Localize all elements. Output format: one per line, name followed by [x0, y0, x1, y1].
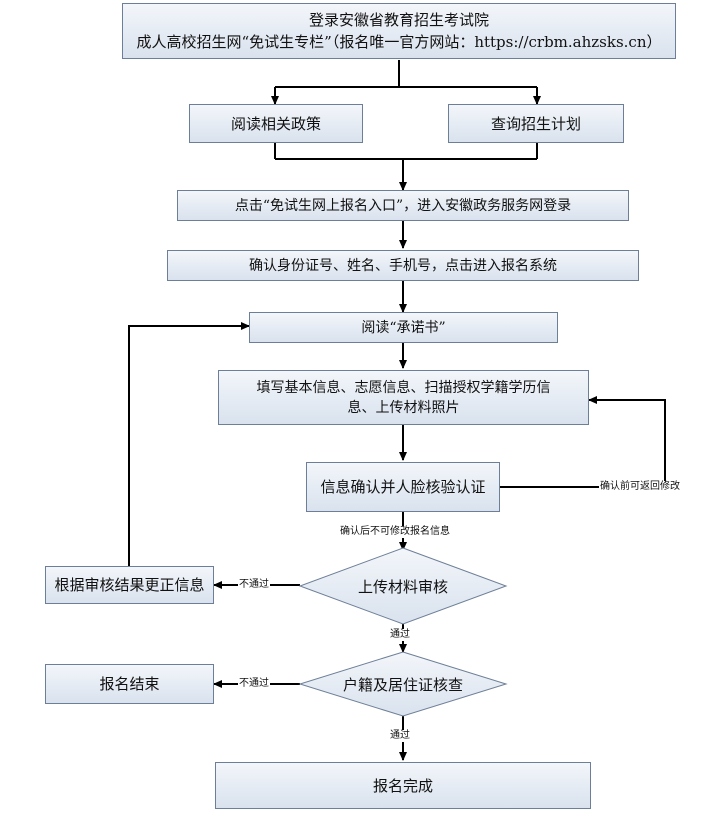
face-verify-label: 信息确认并人脸核验认证: [320, 478, 486, 496]
correct-info-label: 根据审核结果更正信息: [54, 576, 205, 594]
query-plan-node: 查询招生计划: [448, 104, 624, 143]
registration-done-label: 报名完成: [372, 776, 433, 795]
registration-end-label: 报名结束: [99, 675, 160, 693]
query-plan-label: 查询招生计划: [490, 114, 581, 133]
fill-info-line2: 息、上传材料照片: [347, 399, 460, 416]
household-check-label: 户籍及居住证核查: [342, 675, 463, 694]
read-pledge-node: 阅读“承诺书”: [249, 312, 558, 343]
fill-info-node: 填写基本信息、志愿信息、扫描授权学籍学历信 息、上传材料照片: [218, 370, 589, 425]
modify-before-confirm-label: 确认前可返回修改: [599, 481, 681, 493]
material-review-label: 上传材料审核: [357, 577, 448, 596]
click-entry-label: 点击“免试生网上报名入口”，进入安徽政务服务网登录: [234, 197, 572, 214]
household-check-diamond: [298, 651, 508, 717]
login-line2: 成人高校招生网“免试生专栏”（报名唯一官方网站：https://crbm.ahz…: [136, 33, 662, 51]
review-pass-label: 通过: [389, 629, 411, 641]
login-line1: 登录安徽省教育招生考试院: [308, 11, 489, 29]
read-policy-label: 阅读相关政策: [230, 114, 321, 133]
face-verify-node: 信息确认并人脸核验认证: [306, 462, 500, 512]
correct-info-node: 根据审核结果更正信息: [45, 566, 214, 604]
material-review-diamond: [298, 547, 508, 625]
fill-info-line1: 填写基本信息、志愿信息、扫描授权学籍学历信: [256, 379, 551, 396]
edge-correct-to-pledge: [128, 322, 250, 566]
household-pass-label: 通过: [389, 730, 411, 742]
no-modify-after-confirm-label: 确认后不可修改报名信息: [339, 526, 451, 538]
confirm-id-label: 确认身份证号、姓名、手机号，点击进入报名系统: [249, 257, 557, 274]
login-node: 登录安徽省教育招生考试院 成人高校招生网“免试生专栏”（报名唯一官方网站：htt…: [122, 3, 676, 59]
registration-end-node: 报名结束: [45, 664, 214, 704]
read-policy-node: 阅读相关政策: [189, 104, 363, 143]
read-pledge-label: 阅读“承诺书”: [361, 319, 446, 336]
review-fail-label: 不通过: [238, 579, 270, 591]
registration-done-node: 报名完成: [215, 762, 591, 809]
edge-verify-loop-back: [500, 396, 666, 488]
click-entry-node: 点击“免试生网上报名入口”，进入安徽政务服务网登录: [177, 190, 629, 221]
household-fail-label: 不通过: [238, 678, 270, 690]
confirm-id-node: 确认身份证号、姓名、手机号，点击进入报名系统: [167, 250, 639, 281]
